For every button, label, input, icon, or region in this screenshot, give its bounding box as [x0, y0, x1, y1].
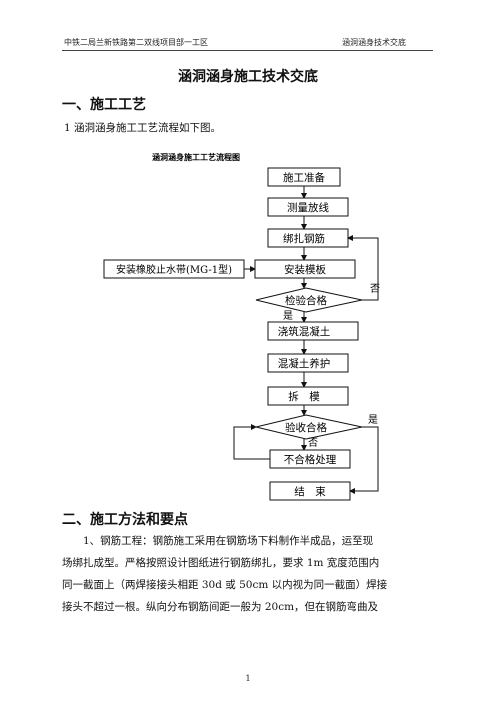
svg-text:检验合格: 检验合格 [285, 294, 327, 307]
flow-box-cure: 混凝土养护 [267, 353, 349, 373]
process-flowchart: 涵洞涵身施工工艺流程图 施工准备 测量放线 绑扎钢筋 安装橡胶止水带(MG-1型… [103, 152, 380, 501]
flow-yes-arrow [349, 426, 379, 494]
section-heading-2: 二、施工方法和要点 [62, 512, 188, 528]
flow-box-rebar: 绑扎钢筋 [267, 228, 349, 248]
flow-loop-arrow [347, 235, 379, 301]
paragraph-line: 同一截面上（两焊接接头相距 30d 或 50cm 以内视为同一截面）焊接 [62, 579, 388, 591]
paragraph-line: 1、钢筋工程：钢筋施工采用在钢筋场下料制作半成品，运至现 [62, 535, 374, 547]
svg-text:安装橡胶止水带(MG-1型): 安装橡胶止水带(MG-1型) [116, 263, 232, 276]
page-number: 1 [245, 674, 251, 683]
flow-diamond-accept: 验收合格 [255, 414, 363, 440]
svg-text:浇筑混凝土: 浇筑混凝土 [278, 325, 331, 338]
document-title: 涵洞涵身施工技术交底 [178, 69, 318, 85]
svg-text:不合格处理: 不合格处理 [284, 453, 337, 466]
flow-diamond-inspect: 检验合格 [255, 287, 363, 313]
svg-text:施工准备: 施工准备 [283, 171, 325, 184]
flow-box-demold: 拆 模 [267, 386, 349, 406]
svg-text:绑扎钢筋: 绑扎钢筋 [283, 232, 325, 245]
flow-label-no: 否 [370, 283, 380, 295]
flow-box-side-waterstop: 安装橡胶止水带(MG-1型) [103, 259, 245, 279]
flow-rework-arrow [233, 424, 270, 460]
header-left: 中铁二局兰新铁路第二双线项目部一工区 [64, 38, 208, 47]
flow-box-formwork: 安装模板 [254, 259, 356, 279]
header-divider [62, 50, 433, 51]
section1-intro: 1 涵洞涵身施工工艺流程如下图。 [64, 122, 222, 134]
flow-label-no-2: 否 [308, 437, 318, 449]
svg-text:结 束: 结 束 [294, 485, 326, 498]
flow-label-yes-2: 是 [368, 414, 378, 426]
flowchart-caption: 涵洞涵身施工工艺流程图 [152, 152, 240, 162]
section2-paragraph: 1、钢筋工程：钢筋施工采用在钢筋场下料制作半成品，运至现 场绑扎成型。严格按照设… [62, 530, 434, 618]
section-heading-1: 一、施工工艺 [62, 97, 146, 113]
svg-text:拆 模: 拆 模 [288, 390, 320, 403]
paragraph-line: 场绑扎成型。严格按照设计图纸进行钢筋绑扎，要求 1m 宽度范围内 [62, 557, 380, 569]
flow-box-pour: 浇筑混凝土 [267, 321, 359, 341]
paragraph-line: 接头不超过一根。纵向分布钢筋间距一般为 20cm，但在钢筋弯曲及 [62, 601, 379, 613]
flow-box-reject-handle: 不合格处理 [269, 449, 351, 469]
flow-box-prep: 施工准备 [267, 167, 341, 187]
svg-text:混凝土养护: 混凝土养护 [278, 357, 331, 370]
flow-box-survey: 测量放线 [267, 197, 349, 217]
svg-text:安装模板: 安装模板 [284, 263, 326, 276]
header-right: 涵洞涵身技术交底 [342, 38, 406, 47]
flow-box-end: 结 束 [269, 481, 351, 501]
svg-text:验收合格: 验收合格 [285, 421, 327, 434]
svg-text:测量放线: 测量放线 [287, 201, 329, 214]
flow-label-yes: 是 [283, 310, 293, 322]
